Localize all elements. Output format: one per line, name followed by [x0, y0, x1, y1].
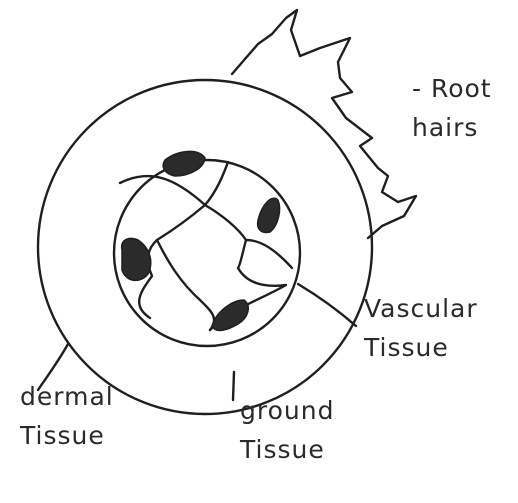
- outer-circle-dermal: [38, 80, 372, 414]
- label-dermal-tissue: dermal Tissue: [20, 378, 114, 456]
- leader-line-vascular: [298, 284, 356, 326]
- vascular-arm-inner: [157, 240, 214, 330]
- vascular-bundle-left: [122, 238, 151, 280]
- vascular-bundle-right: [258, 198, 280, 232]
- vascular-bundle-bottom: [212, 300, 248, 330]
- vascular-bundle-top: [163, 151, 205, 176]
- leader-line-ground: [233, 372, 234, 400]
- label-ground-tissue: ground Tissue: [240, 392, 334, 470]
- root-hairs-outline: [232, 10, 416, 238]
- label-root-hairs: - Root hairs: [412, 70, 492, 148]
- label-vascular-tissue: Vascular Tissue: [364, 290, 478, 368]
